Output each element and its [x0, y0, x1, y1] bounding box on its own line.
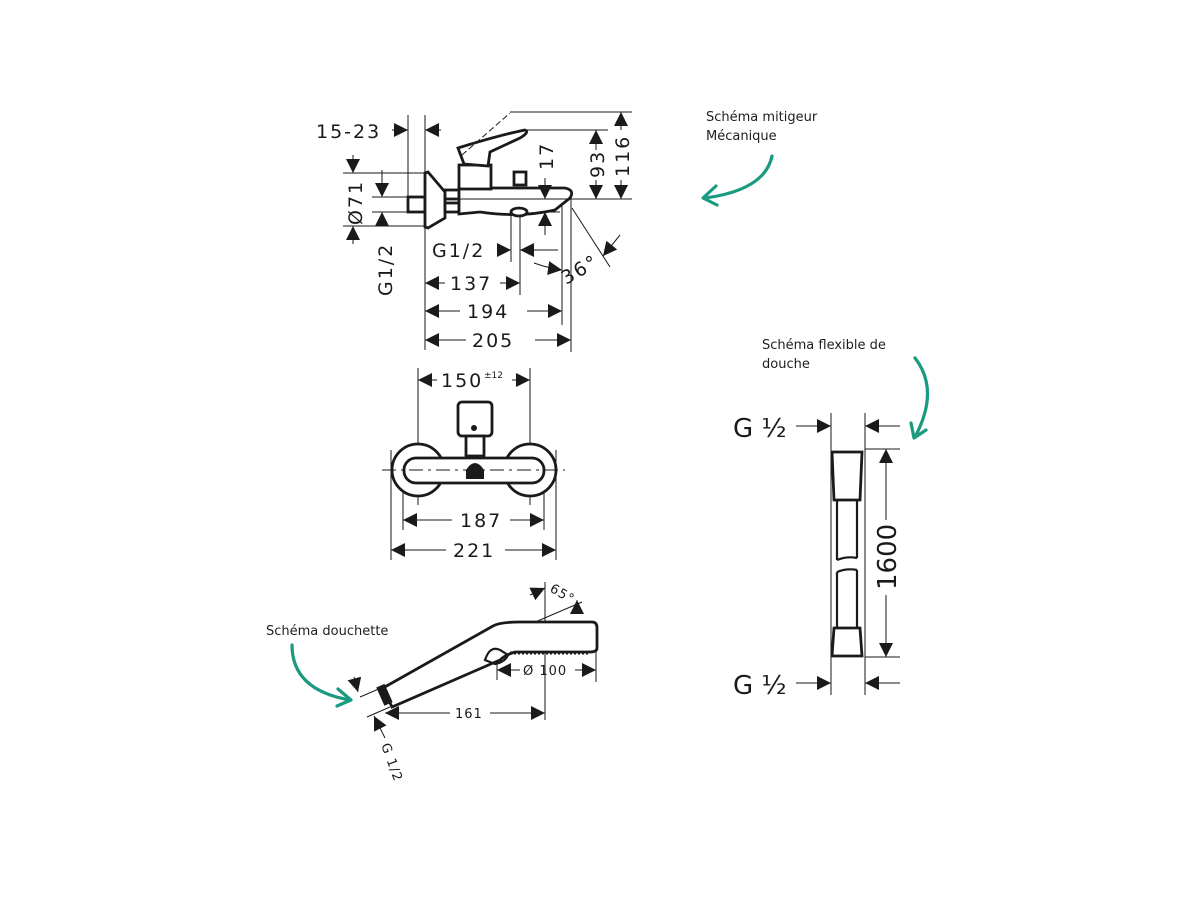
- annotation-mixer: Schéma mitigeur Mécanique: [701, 110, 818, 207]
- handle-base: [457, 163, 493, 191]
- dim-outlet-height: 17: [536, 142, 558, 170]
- nut-upper: [443, 188, 461, 201]
- outlet-nozzle: [509, 206, 529, 218]
- hose-break-bottom: [836, 568, 858, 574]
- hose-segment-top: [835, 500, 859, 560]
- nut-lower: [443, 201, 461, 214]
- curved-arrow-icon: [909, 356, 930, 440]
- hose-view: G ½ G ½ 1600: [733, 413, 903, 701]
- dim-diameter: Ø71: [345, 180, 367, 225]
- annotation-hose-line1: Schéma flexible de: [762, 338, 886, 353]
- extension-line: [571, 207, 611, 268]
- dim-centers-tolerance: ±12: [484, 371, 503, 381]
- dim-top-thread: G ½: [733, 414, 787, 444]
- dim-width-221: 221: [453, 540, 495, 562]
- mixer-side-view: 15-23 Ø71 G1/2 17 93 116 G1/2 36° 137 19…: [316, 111, 634, 352]
- curved-arrow-icon: [290, 643, 353, 708]
- dim-length: 1600: [873, 524, 903, 590]
- dim-arrow: [602, 234, 621, 257]
- curved-arrow-icon: [701, 154, 774, 207]
- diverter-button: [512, 170, 528, 187]
- dim-bottom-thread: G ½: [733, 671, 787, 701]
- dim-arrow: [533, 261, 563, 275]
- wall-flange: [423, 170, 447, 230]
- handshower-view: 65° Ø 100 161 G 1/2: [347, 581, 599, 784]
- hose-segment-bottom: [835, 570, 859, 628]
- lever-handle: [456, 128, 529, 168]
- annotation-hose-line2: douche: [762, 357, 810, 372]
- dim-head-diameter: Ø 100: [523, 664, 567, 679]
- dim-wall-offset: 15-23: [316, 121, 381, 143]
- extension-line: [366, 706, 391, 718]
- dim-arrow: [529, 587, 546, 601]
- dim-thread: G 1/2: [377, 741, 405, 784]
- dim-length-205: 205: [472, 330, 514, 352]
- dim-angle: 36°: [558, 250, 603, 289]
- annotation-handshower-label: Schéma douchette: [266, 624, 388, 639]
- dim-height-93: 93: [587, 150, 609, 178]
- dim-centers: 150: [441, 370, 483, 392]
- annotation-mixer-line2: Mécanique: [706, 129, 777, 144]
- annotation-mixer-line1: Schéma mitigeur: [706, 110, 818, 125]
- dim-length-194: 194: [467, 301, 509, 323]
- annotation-handshower: Schéma douchette: [266, 624, 388, 708]
- handle-open-position: [461, 112, 511, 156]
- handshower-grip: [483, 647, 510, 666]
- annotation-hose: Schéma flexible de douche: [762, 338, 930, 440]
- handle-indicator: [471, 425, 477, 431]
- hose-nut-bottom: [830, 626, 864, 658]
- dim-height-116: 116: [612, 135, 634, 177]
- dim-arrow: [373, 715, 387, 739]
- hose-nut-top: [830, 450, 864, 502]
- thread-connector: [376, 683, 393, 706]
- handle-stem: [464, 434, 486, 458]
- dim-arrow: [347, 676, 362, 693]
- outlet-front: [466, 463, 484, 479]
- dim-length-137: 137: [450, 273, 492, 295]
- wall-connector: [406, 195, 427, 214]
- dim-angle: 65°: [547, 581, 577, 607]
- dim-width-187: 187: [460, 510, 502, 532]
- dim-inlet-thread: G1/2: [375, 243, 397, 296]
- dim-outlet-thread: G1/2: [432, 240, 485, 262]
- mixer-front-view: 150 ±12 187 221: [382, 368, 565, 562]
- handle-front: [456, 400, 494, 438]
- dim-length: 161: [455, 707, 483, 722]
- hose-break-top: [836, 556, 858, 562]
